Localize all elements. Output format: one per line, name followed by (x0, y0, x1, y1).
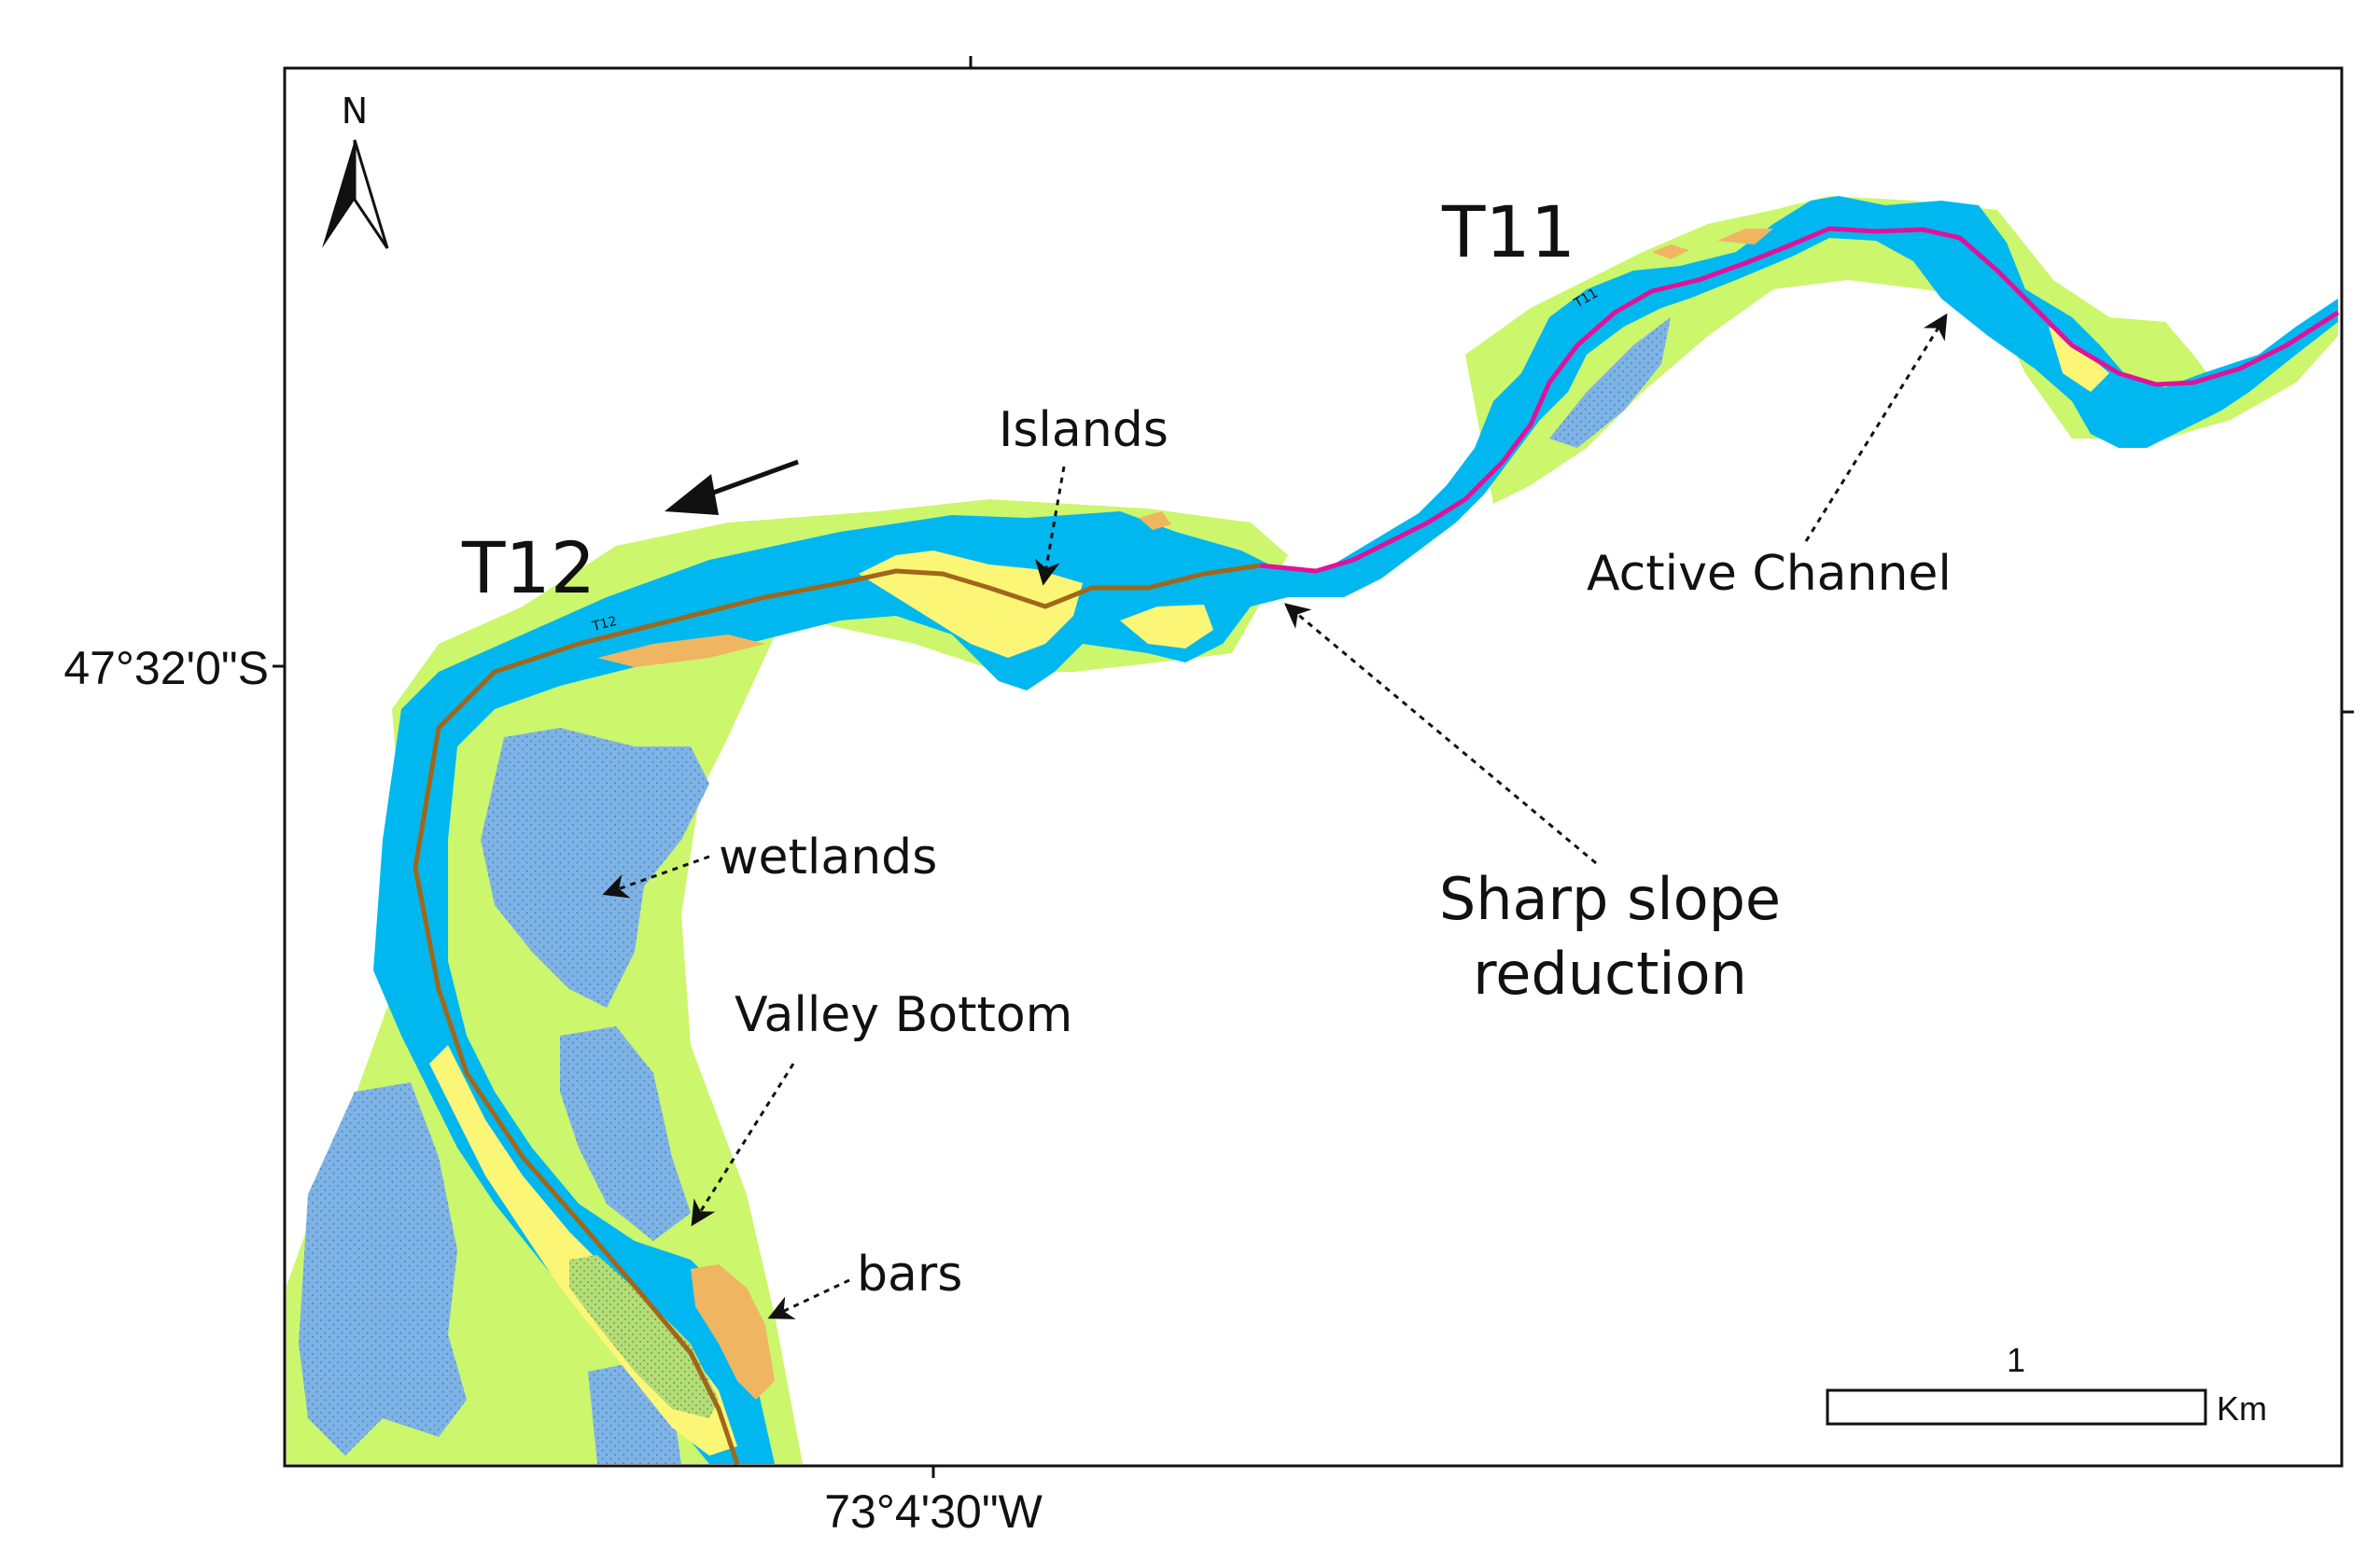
north-label: N (342, 91, 368, 132)
longitude-label: 73°4'30"W (824, 1485, 1043, 1538)
t12-centerline (413, 563, 1261, 1465)
wetland-patch (1549, 317, 1671, 448)
t12-line-label: T12 (590, 614, 618, 635)
islands-leader-arrow (1034, 466, 1066, 586)
bar (1139, 511, 1171, 530)
islands-label: Islands (999, 402, 1169, 458)
slope-label-line1: Sharp slope (1439, 865, 1781, 933)
active-channel-label: Active Channel (1587, 546, 1952, 602)
island-vegetated (569, 1255, 719, 1418)
t11-reach-label: T11 (1441, 190, 1575, 273)
bars-leader-arrow (767, 1278, 850, 1319)
slope-label-line2: reduction (1473, 940, 1747, 1008)
wetland-patch (560, 1026, 691, 1241)
wetlands-leader-arrow (602, 855, 710, 899)
t11-centerline (1259, 226, 2340, 574)
t12-reach-label: T12 (461, 526, 595, 609)
bars-label: bars (857, 1247, 962, 1303)
valley-bottom-leader-arrow (691, 1063, 795, 1227)
flow-direction-arrow-icon (665, 459, 799, 515)
bar (1717, 229, 1773, 244)
north-arrow-icon (322, 139, 389, 249)
island (2049, 327, 2109, 392)
scale-bar (1826, 1388, 2207, 1426)
wetland-patch (481, 728, 709, 1008)
scale-bar-value: 1 (2007, 1341, 2025, 1379)
latitude-label: 47°32'0"S (63, 642, 269, 694)
bar (691, 1264, 775, 1400)
wetland-patch (299, 1082, 467, 1456)
island (1120, 605, 1213, 648)
slope-leader-arrow (1283, 603, 1597, 865)
wetlands-label: wetlands (719, 830, 937, 886)
bar (1652, 244, 1689, 259)
scale-bar-unit: Km (2217, 1389, 2267, 1428)
valley-bottom-label: Valley Bottom (735, 987, 1072, 1043)
island (859, 551, 1083, 658)
bar (597, 635, 765, 667)
